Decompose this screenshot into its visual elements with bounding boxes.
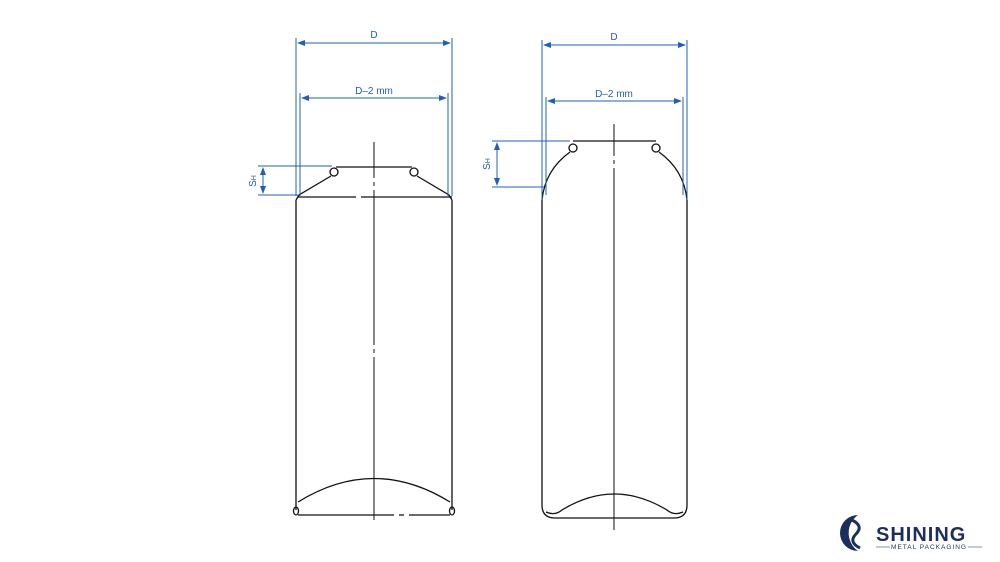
right-label-d: D: [610, 32, 617, 43]
svg-text:SH: SH: [482, 158, 493, 170]
right-dim-d: [492, 40, 688, 200]
right-label-d-minus-2: D–2 mm: [595, 89, 633, 100]
left-can: D D–2 mm SH: [248, 30, 456, 520]
shining-logo: SHINING METAL PACKAGING: [840, 515, 982, 551]
right-label-sh: SH: [482, 158, 493, 170]
svg-text:SH: SH: [248, 175, 259, 187]
left-label-d: D: [370, 30, 377, 41]
logo-name: SHINING: [876, 524, 966, 546]
right-can: D D–2 mm SH: [482, 32, 688, 530]
left-dim-d: [258, 38, 453, 196]
left-label-d-minus-2: D–2 mm: [355, 86, 393, 97]
logo-swirl-icon: [840, 515, 861, 551]
right-can-outline: [541, 140, 688, 519]
logo-tagline: METAL PACKAGING: [891, 544, 967, 551]
left-label-sh: SH: [248, 175, 259, 187]
